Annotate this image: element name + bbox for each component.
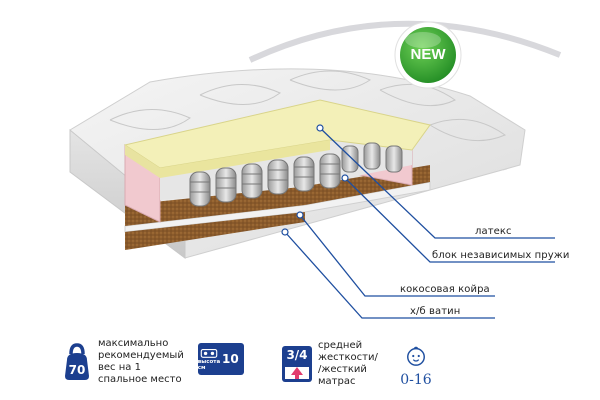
mattress-height-icon: высота см [198, 345, 220, 373]
firmness-value: 3/4 [286, 348, 308, 362]
feature-max-weight: 70 максимально рекомендуемый вес на 1 сп… [62, 338, 184, 386]
callout-coconut: кокосовая койра [400, 284, 490, 295]
feature-height: высота см 10 [198, 343, 244, 375]
max-weight-value: 70 [68, 363, 86, 377]
age-range-value: 0-16 [400, 372, 432, 388]
height-value: 10 [222, 352, 239, 366]
callout-springs: блок независимых пружи [432, 250, 570, 261]
baby-face-icon [407, 346, 425, 366]
firmness-description: средней жесткости/ /жесткий матрас [318, 340, 378, 387]
new-badge [394, 21, 462, 89]
callout-latex: латекс [475, 226, 512, 237]
kettlebell-icon: 70 [62, 342, 92, 382]
height-unit-label: высота см [197, 359, 221, 371]
callout-batting: х/б ватин [410, 306, 461, 317]
feature-firmness: 3/4 средней жесткости/ /жесткий матрас [282, 340, 378, 388]
max-weight-description: максимально рекомендуемый вес на 1 спаль… [98, 338, 184, 385]
feature-age: 0-16 [396, 345, 436, 388]
new-badge-label: NEW [410, 46, 446, 63]
firmness-icon: 3/4 [282, 346, 312, 382]
height-badge: высота см 10 [198, 343, 244, 375]
